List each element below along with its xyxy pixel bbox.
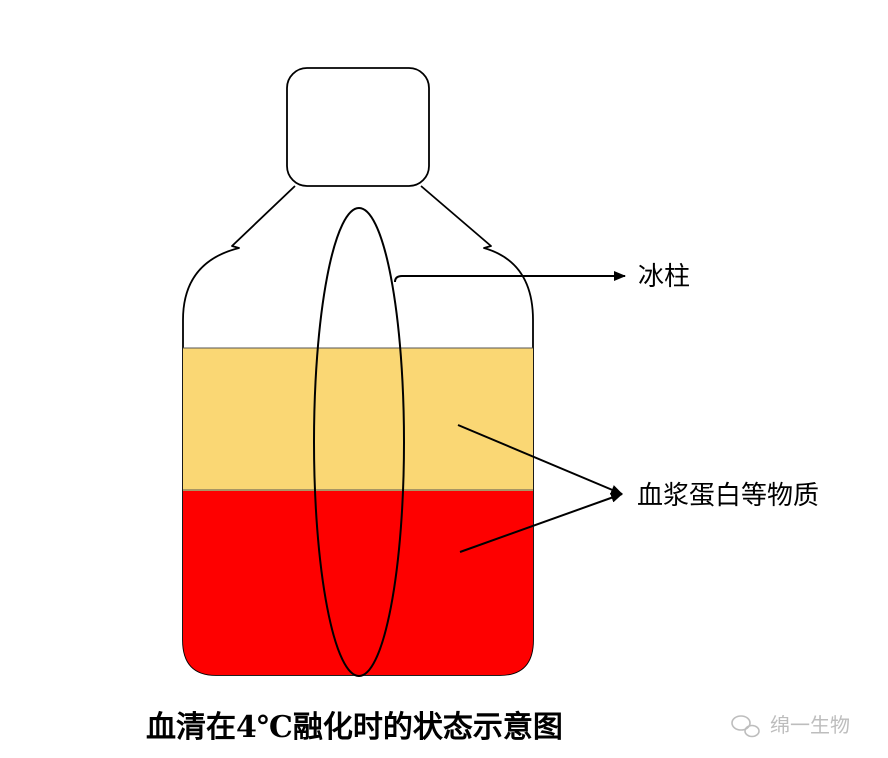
watermark: 绵一生物 (731, 713, 850, 738)
bottle-cap (286, 67, 430, 187)
ice-column-label: 冰柱 (638, 262, 690, 292)
plasma-protein-label: 血浆蛋白等物质 (637, 481, 819, 511)
watermark-text: 绵一生物 (770, 713, 850, 737)
wechat-icon (731, 715, 760, 738)
lower-layer-arrow (459, 493, 623, 553)
ice-column-arrow (394, 271, 626, 283)
lower-red-layer (183, 490, 533, 675)
ice-column (313, 207, 405, 677)
figure-caption: 血清在4℃融化时的状态示意图 (146, 710, 563, 745)
upper-layer-arrow (457, 424, 623, 495)
upper-yellow-layer (183, 348, 533, 491)
